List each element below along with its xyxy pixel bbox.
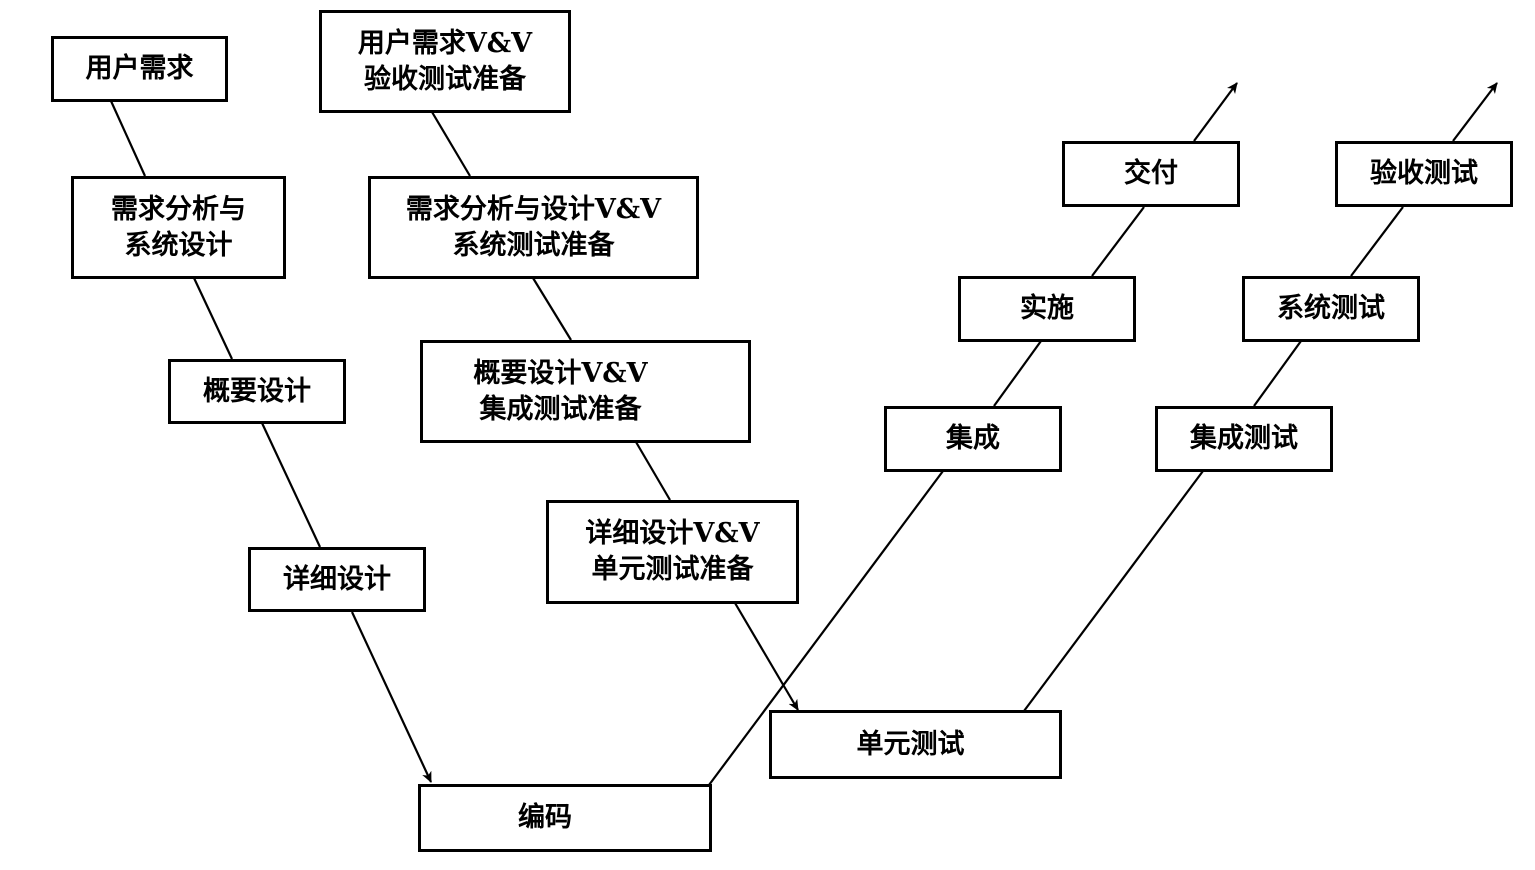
node-label: 验收测试准备 [364, 63, 526, 95]
edge-delivery-out [1193, 82, 1238, 142]
edge-integ-test-to-system-test [1253, 340, 1302, 407]
node-user-requirements: 用户需求 [51, 36, 228, 102]
node-integration: 集成 [884, 406, 1062, 472]
node-label: 概要设计 [203, 375, 311, 407]
node-vv-user-requirements: 用户需求V&V 验收测试准备 [319, 10, 571, 113]
edge-vv-prelim-to-vv-detail [635, 441, 671, 501]
edge-system-test-to-accept-test [1350, 206, 1404, 277]
edge-coding-to-integration [708, 470, 944, 786]
node-vv-requirements-design: 需求分析与设计V&V 系统测试准备 [368, 176, 699, 279]
node-label: 单元测试 [856, 728, 965, 760]
node-label: 集成测试 [1190, 423, 1298, 454]
edge-vv-detail-to-unit-test [734, 602, 799, 711]
node-label: 交付 [1124, 158, 1178, 189]
node-vv-detailed-design: 详细设计V&V 单元测试准备 [546, 500, 799, 604]
node-vv-preliminary-design: 概要设计V&V 集成测试准备 [420, 340, 751, 443]
node-requirements-analysis-system-design: 需求分析与 系统设计 [71, 176, 286, 279]
edge-vv-user-req-to-vv-req [431, 111, 471, 177]
node-unit-test: 单元测试 [769, 710, 1062, 779]
edge-user-req-to-req-analysis [109, 100, 147, 177]
node-label: 系统测试 [1277, 293, 1385, 324]
node-label: 系统设计 [124, 229, 233, 261]
edge-req-analysis-to-prelim-design [193, 277, 233, 360]
node-label: 用户需求V&V [357, 27, 533, 59]
node-acceptance-test: 验收测试 [1335, 141, 1513, 207]
edge-detail-design-to-coding [351, 611, 432, 783]
node-system-test: 系统测试 [1242, 276, 1420, 342]
node-label: 概要设计V&V [473, 357, 648, 389]
node-label: 验收测试 [1370, 158, 1478, 189]
node-coding: 编码 [418, 784, 712, 852]
edge-prelim-design-to-detail-design [261, 422, 321, 548]
node-label: 集成 [946, 423, 1000, 454]
edge-integration-to-implementation [993, 340, 1042, 407]
node-label: 需求分析与 [111, 193, 246, 225]
node-integration-test: 集成测试 [1155, 406, 1333, 472]
node-label: 详细设计 [283, 563, 391, 595]
node-label: 详细设计V&V [585, 518, 760, 549]
node-implementation: 实施 [958, 276, 1136, 342]
node-label: 编码 [518, 802, 572, 833]
node-label: 系统测试准备 [452, 229, 615, 261]
edge-unit-test-to-integ-test [1023, 470, 1204, 712]
node-label: 实施 [1020, 293, 1074, 324]
node-delivery: 交付 [1062, 141, 1240, 207]
node-preliminary-design: 概要设计 [168, 359, 346, 424]
node-label: 需求分析与设计V&V [405, 193, 662, 225]
node-label: 单元测试准备 [591, 554, 754, 585]
node-label: 集成测试准备 [479, 393, 642, 425]
node-detailed-design: 详细设计 [248, 547, 426, 612]
node-label: 用户需求 [85, 53, 194, 84]
edge-implementation-to-delivery [1091, 206, 1145, 277]
edge-vv-req-to-vv-prelim [532, 277, 572, 341]
edge-accept-test-out [1452, 82, 1498, 142]
